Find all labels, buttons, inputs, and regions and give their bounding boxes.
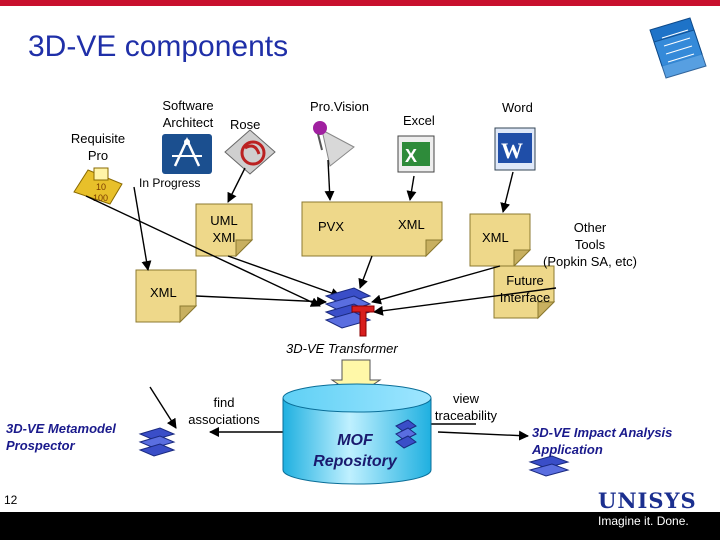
stacked-documents-icon [649,17,707,79]
excel-icon: X [397,135,435,173]
top-bar [0,0,720,6]
transformer-stack-icon [324,287,375,337]
flow-arrows [85,159,557,441]
word-xml-document [469,213,532,268]
svg-text:10: 10 [96,182,106,192]
rose-label: Rose [230,117,261,132]
xml-provision-label: XML [398,217,425,232]
footer-slogan: Imagine it. Done. [598,514,689,528]
repository-stack-icon [395,419,417,449]
xml-word-label: XML [482,230,509,245]
provision-icon [313,121,355,167]
mof-repository-cylinder [282,383,432,485]
footer-bar [0,512,720,540]
impact-analysis-label: 3D-VE Impact Analysis Application [532,425,673,457]
software-architect-label: Software Architect [162,98,214,130]
prospector-stack-icon [138,427,176,457]
future-interface-label: Future Interface [499,273,551,305]
svg-text:X: X [405,146,417,166]
transformer-label: 3D-VE Transformer [286,341,398,356]
page-title: 3D-VE components [28,30,289,63]
xml-left-label: XML [150,285,177,300]
mof-repository-label: MOF Repository [313,432,397,470]
svg-text:100: 100 [93,193,108,203]
view-traceability-label: view traceability [434,391,498,423]
pvx-xml-document [301,201,444,258]
uml-xmi-document [195,203,254,258]
provision-label: Pro.Vision [310,99,370,114]
word-icon: W [494,127,536,171]
requisite-pro-label: Requisite Pro [70,131,126,163]
excel-label: Excel [403,113,435,128]
impact-analysis-stack-icon [528,455,570,477]
software-architect-icon [162,134,212,174]
metamodel-prospector-label: 3D-VE Metamodel Prospector [6,421,116,453]
word-label: Word [502,100,533,115]
pvx-label: PVX [318,219,345,234]
find-associations-label: find associations [188,395,260,427]
rose-icon [224,129,276,175]
unisys-logo: UNISYS [598,488,697,513]
uml-xmi-label: UML XMI [210,213,238,245]
in-progress-label: In Progress [139,176,201,190]
other-tools-label: Other Tools (Popkin SA, etc) [543,220,637,269]
page-number: 12 [4,493,18,507]
requisite-pro-icon: 10 100 [73,167,123,205]
svg-text:W: W [501,138,523,163]
left-xml-document [135,269,198,324]
